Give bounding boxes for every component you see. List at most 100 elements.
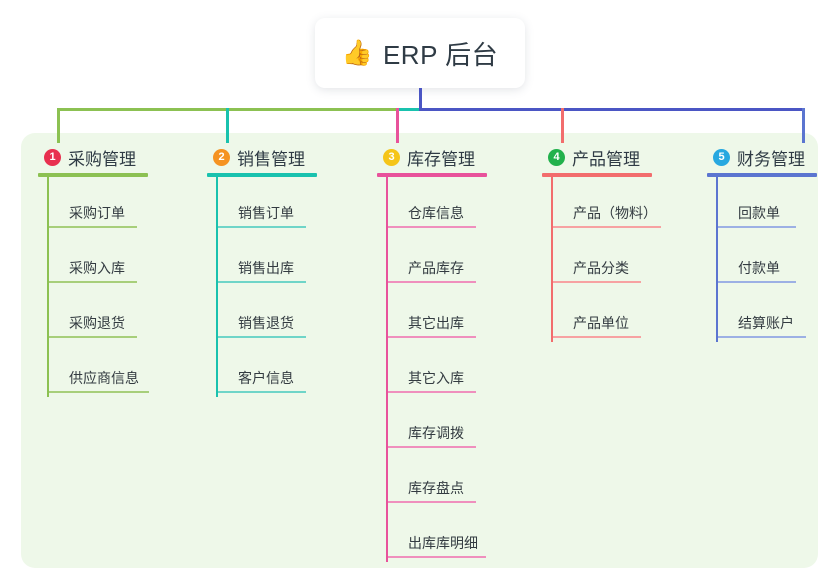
branch-rule-purchasing xyxy=(38,173,148,177)
list-item[interactable]: 回款单 xyxy=(716,177,839,232)
thumbs-up-icon: 👍 xyxy=(341,38,373,67)
item-rule xyxy=(718,226,796,228)
branch-badge-2: 2 xyxy=(213,148,230,166)
item-label: 库存盘点 xyxy=(408,480,464,496)
item-rule xyxy=(553,281,641,283)
branch-trunk-sales xyxy=(216,177,218,397)
item-rule xyxy=(388,391,476,393)
item-label: 采购退货 xyxy=(69,315,125,331)
list-item[interactable]: 销售出库 xyxy=(216,232,357,287)
item-rule xyxy=(49,391,149,393)
list-item[interactable]: 销售订单 xyxy=(216,177,357,232)
item-label: 回款单 xyxy=(738,205,780,221)
bus-line-purchasing xyxy=(57,108,402,111)
branch-items-purchasing: 采购订单 采购入库 采购退货 供应商信息 xyxy=(47,177,188,397)
item-label: 采购订单 xyxy=(69,205,125,221)
item-rule xyxy=(388,556,486,558)
item-label: 仓库信息 xyxy=(408,205,464,221)
list-item[interactable]: 客户信息 xyxy=(216,342,357,397)
page-title: ERP 后台 xyxy=(382,39,499,70)
branch-column-sales: 2 销售管理 销售订单 销售出库 销售退货 客户信息 xyxy=(207,145,357,397)
item-rule xyxy=(49,336,137,338)
branch-items-finance: 回款单 付款单 结算账户 xyxy=(716,177,839,342)
root-node-card[interactable]: 👍 ERP 后台 xyxy=(315,18,525,88)
list-item[interactable]: 出库库明细 xyxy=(386,507,537,562)
item-rule xyxy=(49,281,137,283)
branch-badge-5: 5 xyxy=(713,148,730,166)
branch-column-product: 4 产品管理 产品（物料） 产品分类 产品单位 xyxy=(542,145,702,342)
list-item[interactable]: 供应商信息 xyxy=(47,342,188,397)
list-item[interactable]: 库存盘点 xyxy=(386,452,537,507)
item-label: 销售出库 xyxy=(238,260,294,276)
branch-trunk-inventory xyxy=(386,177,388,562)
list-item[interactable]: 销售退货 xyxy=(216,287,357,342)
drop-line-product xyxy=(561,108,564,143)
list-item[interactable]: 采购退货 xyxy=(47,287,188,342)
item-label: 供应商信息 xyxy=(69,370,139,386)
list-item[interactable]: 采购入库 xyxy=(47,232,188,287)
item-rule xyxy=(218,391,306,393)
list-item[interactable]: 产品（物料） xyxy=(551,177,702,232)
branch-header-purchasing[interactable]: 1 采购管理 xyxy=(38,145,188,169)
branch-header-inventory[interactable]: 3 库存管理 xyxy=(377,145,537,169)
item-label: 客户信息 xyxy=(238,370,294,386)
item-rule xyxy=(49,226,137,228)
item-label: 库存调拨 xyxy=(408,425,464,441)
item-label: 出库库明细 xyxy=(408,535,478,551)
branch-column-purchasing: 1 采购管理 采购订单 采购入库 采购退货 供应商信息 xyxy=(38,145,188,397)
item-label: 付款单 xyxy=(738,260,780,276)
item-label: 其它入库 xyxy=(408,370,464,386)
bus-line-right xyxy=(419,108,805,111)
item-rule xyxy=(388,226,476,228)
item-label: 销售订单 xyxy=(238,205,294,221)
branch-items-inventory: 仓库信息 产品库存 其它出库 其它入库 库存调拨 库存盘点 xyxy=(386,177,537,562)
list-item[interactable]: 其它入库 xyxy=(386,342,537,397)
item-rule xyxy=(388,281,476,283)
item-rule xyxy=(553,336,641,338)
branch-trunk-product xyxy=(551,177,553,342)
branch-column-finance: 5 财务管理 回款单 付款单 结算账户 xyxy=(707,145,839,342)
branch-badge-1: 1 xyxy=(44,148,61,166)
list-item[interactable]: 库存调拨 xyxy=(386,397,537,452)
list-item[interactable]: 结算账户 xyxy=(716,287,839,342)
branch-badge-4: 4 xyxy=(548,148,565,166)
drop-line-finance xyxy=(802,108,805,143)
branch-title-purchasing: 采购管理 xyxy=(68,149,136,169)
branch-trunk-finance xyxy=(716,177,718,342)
diagram-panel xyxy=(21,133,818,568)
branch-header-finance[interactable]: 5 财务管理 xyxy=(707,145,839,169)
branch-title-inventory: 库存管理 xyxy=(407,149,475,169)
item-rule xyxy=(553,226,661,228)
item-label: 采购入库 xyxy=(69,260,125,276)
list-item[interactable]: 采购订单 xyxy=(47,177,188,232)
item-rule xyxy=(218,226,306,228)
list-item[interactable]: 产品库存 xyxy=(386,232,537,287)
list-item[interactable]: 产品单位 xyxy=(551,287,702,342)
branch-title-sales: 销售管理 xyxy=(237,149,305,169)
item-rule xyxy=(718,281,796,283)
item-rule xyxy=(388,501,476,503)
item-rule xyxy=(388,336,476,338)
list-item[interactable]: 其它出库 xyxy=(386,287,537,342)
list-item[interactable]: 付款单 xyxy=(716,232,839,287)
item-rule xyxy=(718,336,806,338)
branch-items-product: 产品（物料） 产品分类 产品单位 xyxy=(551,177,702,342)
item-label: 其它出库 xyxy=(408,315,464,331)
list-item[interactable]: 仓库信息 xyxy=(386,177,537,232)
item-label: 销售退货 xyxy=(238,315,294,331)
item-label: 产品（物料） xyxy=(573,205,657,221)
drop-line-purchasing xyxy=(57,108,60,143)
item-rule xyxy=(218,281,306,283)
branch-items-sales: 销售订单 销售出库 销售退货 客户信息 xyxy=(216,177,357,397)
list-item[interactable]: 产品分类 xyxy=(551,232,702,287)
branch-rule-inventory xyxy=(377,173,487,177)
branch-badge-3: 3 xyxy=(383,148,400,166)
item-label: 产品单位 xyxy=(573,315,629,331)
branch-header-sales[interactable]: 2 销售管理 xyxy=(207,145,357,169)
item-label: 产品库存 xyxy=(408,260,464,276)
branch-header-product[interactable]: 4 产品管理 xyxy=(542,145,702,169)
branch-trunk-purchasing xyxy=(47,177,49,397)
drop-line-sales xyxy=(226,108,229,143)
item-label: 结算账户 xyxy=(738,315,794,331)
